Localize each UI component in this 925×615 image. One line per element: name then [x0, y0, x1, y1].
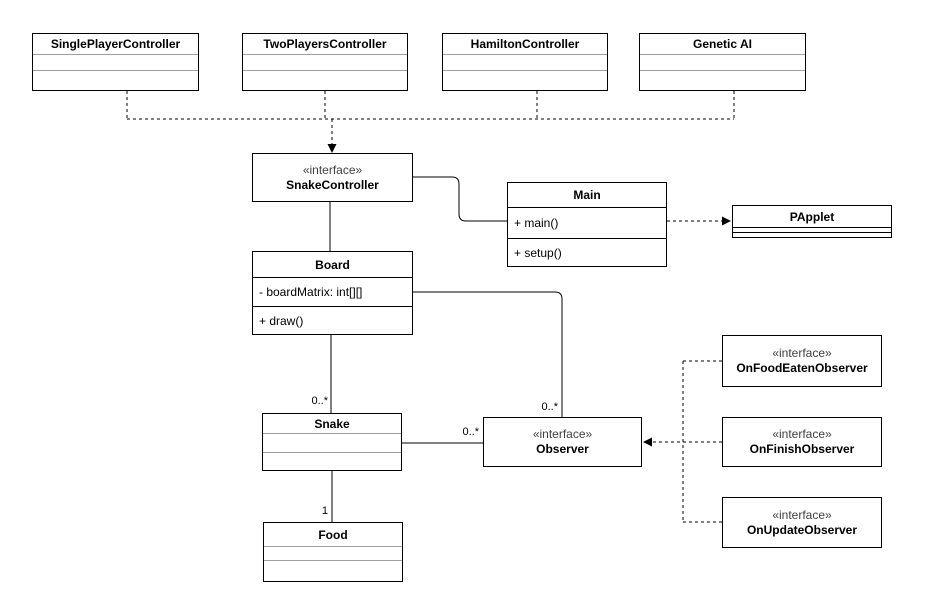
class-name: SinglePlayerController [50, 37, 181, 51]
attributes-compartment [33, 54, 198, 70]
stereotype-label: «interface» [772, 427, 832, 441]
multiplicity-board-observer: 0..* [541, 401, 558, 413]
attributes-compartment [733, 227, 891, 232]
interface-observer: «interface» Observer [483, 417, 642, 467]
class-name: Snake [314, 416, 350, 431]
class-name: Main [573, 188, 601, 202]
class-food: Food [263, 522, 403, 582]
multiplicity-snake-food: 1 [321, 505, 328, 517]
method-setup: + setup() [508, 238, 666, 266]
class-name: HamiltonController [470, 37, 580, 51]
multiplicity-snake-observer: 0..* [462, 426, 479, 438]
stereotype-label: «interface» [532, 427, 593, 441]
stereotype-label: «interface» [302, 162, 363, 177]
method-draw: + draw() [253, 306, 412, 334]
arrowhead-papplet [722, 216, 731, 226]
interface-onfoodeatenobserver: «interface» OnFoodEatenObserver [722, 335, 882, 387]
class-name: PApplet [789, 209, 835, 224]
interface-name: OnUpdateObserver [746, 522, 858, 537]
interface-snakecontroller: «interface» SnakeController [252, 153, 413, 202]
attributes-compartment [443, 54, 607, 70]
class-main: Main + main() + setup() [507, 182, 667, 267]
interface-name: SnakeController [286, 177, 379, 192]
class-name: TwoPlayersController [263, 37, 387, 51]
attributes-compartment [263, 433, 401, 452]
methods-compartment [443, 70, 607, 90]
methods-compartment [263, 452, 401, 470]
interface-onfinishobserver: «interface» OnFinishObserver [722, 417, 882, 467]
interface-name: Observer [536, 442, 589, 456]
methods-compartment [264, 560, 402, 581]
edge-implementers-observer [650, 360, 722, 523]
attributes-compartment [264, 546, 402, 560]
multiplicity-board-snake: 0..* [311, 395, 328, 407]
class-genetic-ai: Genetic AI [639, 33, 806, 91]
interface-onupdateobserver: «interface» OnUpdateObserver [722, 497, 882, 548]
methods-compartment [733, 232, 891, 237]
interface-name: OnFinishObserver [749, 442, 855, 456]
class-name: Food [318, 527, 348, 542]
methods-compartment [640, 70, 805, 90]
class-snake: Snake [262, 413, 402, 471]
methods-compartment [243, 70, 407, 90]
edge-snakecontroller-main [413, 176, 507, 222]
interface-name: OnFoodEatenObserver [736, 361, 868, 375]
stereotype-label: «interface» [772, 346, 832, 360]
methods-compartment [33, 70, 198, 90]
stereotype-label: «interface» [772, 507, 832, 522]
class-board: Board - boardMatrix: int[][] + draw() [252, 251, 413, 335]
edge-controllers-to-snakecontroller [126, 91, 735, 146]
attribute-boardmatrix: - boardMatrix: int[][] [253, 277, 412, 306]
class-papplet: PApplet [732, 205, 892, 238]
attributes-compartment [243, 54, 407, 70]
class-hamiltoncontroller: HamiltonController [442, 33, 608, 91]
arrowhead-observer [643, 437, 652, 447]
class-twoplayerscontroller: TwoPlayersController [242, 33, 408, 91]
class-name: Genetic AI [693, 37, 752, 51]
method-main: + main() [508, 207, 666, 238]
class-singleplayercontroller: SinglePlayerController [32, 33, 199, 91]
class-name: Board [315, 257, 350, 272]
edge-board-observer [413, 291, 563, 417]
attributes-compartment [640, 54, 805, 70]
arrowhead-snakecontroller [327, 144, 337, 153]
